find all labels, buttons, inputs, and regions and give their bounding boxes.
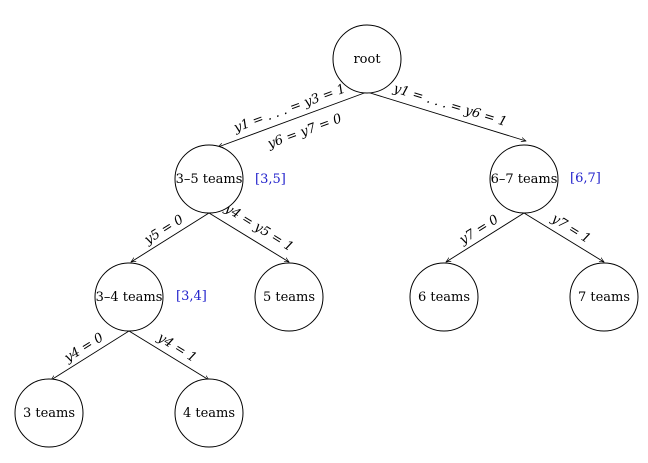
edge-3-5-5 — [208, 212, 289, 262]
node-6-7-teams-label: 6–7 teams — [491, 172, 558, 187]
node-3-5-teams: 3–5 teams — [174, 144, 244, 214]
edge-root-3-5 — [218, 91, 368, 147]
interval-3-4: [3,4] — [176, 289, 207, 304]
edge-3-4-4 — [128, 330, 209, 380]
interval-3-5: [3,5] — [255, 172, 286, 187]
node-3-5-teams-label: 3–5 teams — [176, 172, 243, 187]
node-4-teams-label: 4 teams — [183, 406, 235, 421]
node-6-teams: 6 teams — [409, 262, 479, 332]
interval-6-7: [6,7] — [570, 171, 601, 186]
edge-6-7-7 — [523, 212, 604, 262]
edge-root-6-7 — [366, 91, 526, 141]
node-3-teams: 3 teams — [14, 378, 84, 448]
node-3-teams-label: 3 teams — [23, 406, 75, 421]
node-5-teams-label: 5 teams — [263, 290, 315, 305]
node-root: root — [332, 24, 402, 94]
edge-label-6-7-6: y7 = 0 — [456, 212, 501, 248]
node-4-teams: 4 teams — [174, 378, 244, 448]
node-7-teams-label: 7 teams — [578, 290, 630, 305]
node-7-teams: 7 teams — [569, 262, 639, 332]
node-3-4-teams-label: 3–4 teams — [96, 290, 163, 305]
edge-label-root-6-7: y1 = . . . = y6 = 1 — [391, 81, 509, 130]
edge-3-4-3 — [51, 330, 130, 380]
node-6-teams-label: 6 teams — [418, 290, 470, 305]
node-root-label: root — [353, 52, 381, 67]
edge-3-5-3-4 — [131, 212, 210, 262]
node-5-teams: 5 teams — [254, 262, 324, 332]
edge-label-3-4-3: y4 = 0 — [61, 330, 106, 366]
node-3-4-teams: 3–4 teams — [94, 262, 164, 332]
edge-6-7-6 — [446, 212, 525, 262]
node-6-7-teams: 6–7 teams — [489, 144, 559, 214]
edge-label-3-5-3-4: y5 = 0 — [141, 212, 186, 248]
